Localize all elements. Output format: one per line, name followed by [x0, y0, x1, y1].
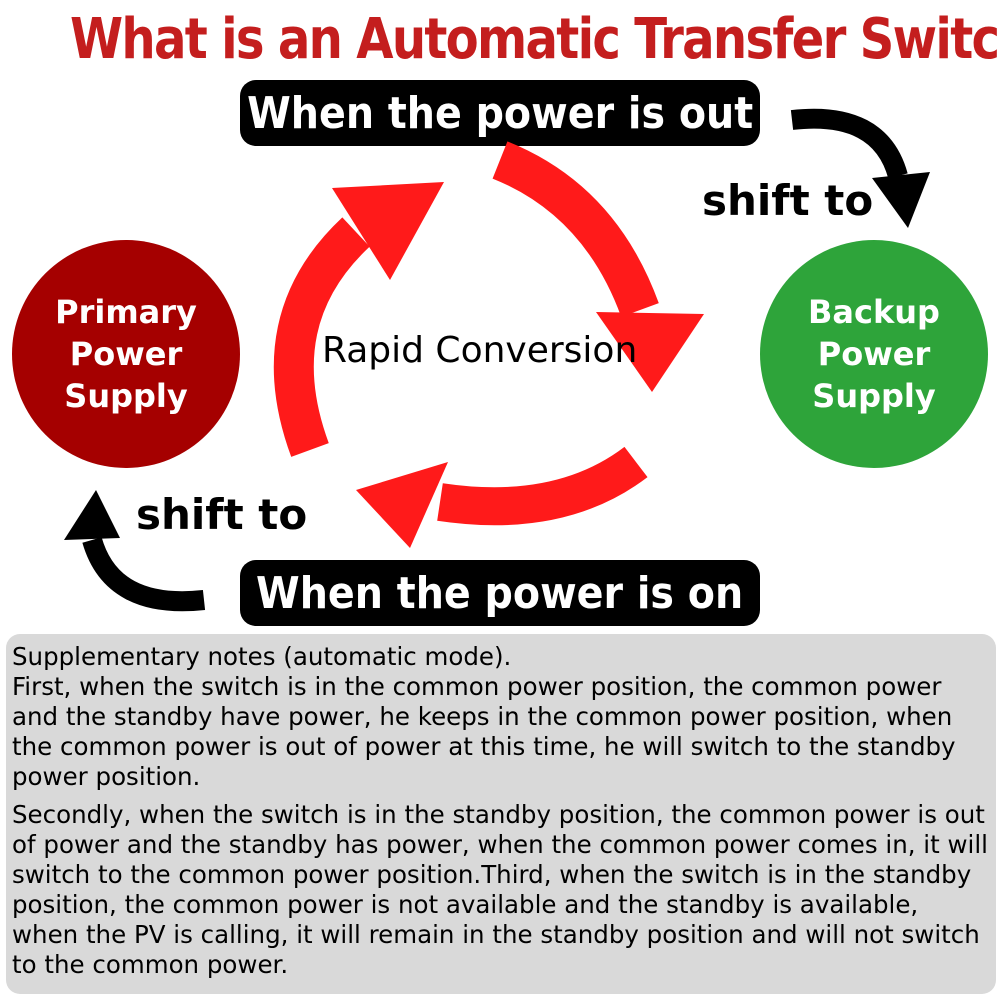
cycle-arrows: [64, 108, 930, 612]
power-on-banner: When the power is on: [240, 560, 760, 626]
notes-first: First, when the switch is in the common …: [12, 672, 956, 791]
shift-to-backup-label: shift to: [702, 176, 874, 225]
power-out-banner: When the power is out: [240, 80, 760, 146]
rapid-conversion-label: Rapid Conversion: [322, 330, 638, 371]
backup-line1: Backup: [808, 293, 940, 331]
shift-to-primary-label: shift to: [136, 490, 308, 539]
supplementary-notes-panel: Supplementary notes (automatic mode). Fi…: [6, 634, 996, 994]
power-out-label: When the power is out: [246, 87, 754, 139]
page-title: What is an Automatic Transfer Switch: [70, 7, 1000, 72]
red-arrow-bottom: [356, 446, 648, 548]
red-arrow-top-right: [492, 141, 704, 392]
black-arrow-to-backup: [790, 108, 930, 228]
primary-line1: Primary: [55, 293, 197, 331]
red-arrow-left-top: [273, 182, 444, 457]
power-on-label: When the power is on: [256, 567, 744, 619]
black-arrow-to-primary: [64, 490, 206, 612]
backup-line2: Power Supply: [812, 335, 936, 415]
primary-power-supply-circle: Primary Power Supply: [12, 240, 240, 468]
notes-second: Secondly, when the switch is in the stan…: [12, 800, 988, 979]
notes-heading: Supplementary notes (automatic mode).: [12, 642, 512, 671]
primary-line2: Power Supply: [64, 335, 188, 415]
backup-power-supply-circle: Backup Power Supply: [760, 240, 988, 468]
